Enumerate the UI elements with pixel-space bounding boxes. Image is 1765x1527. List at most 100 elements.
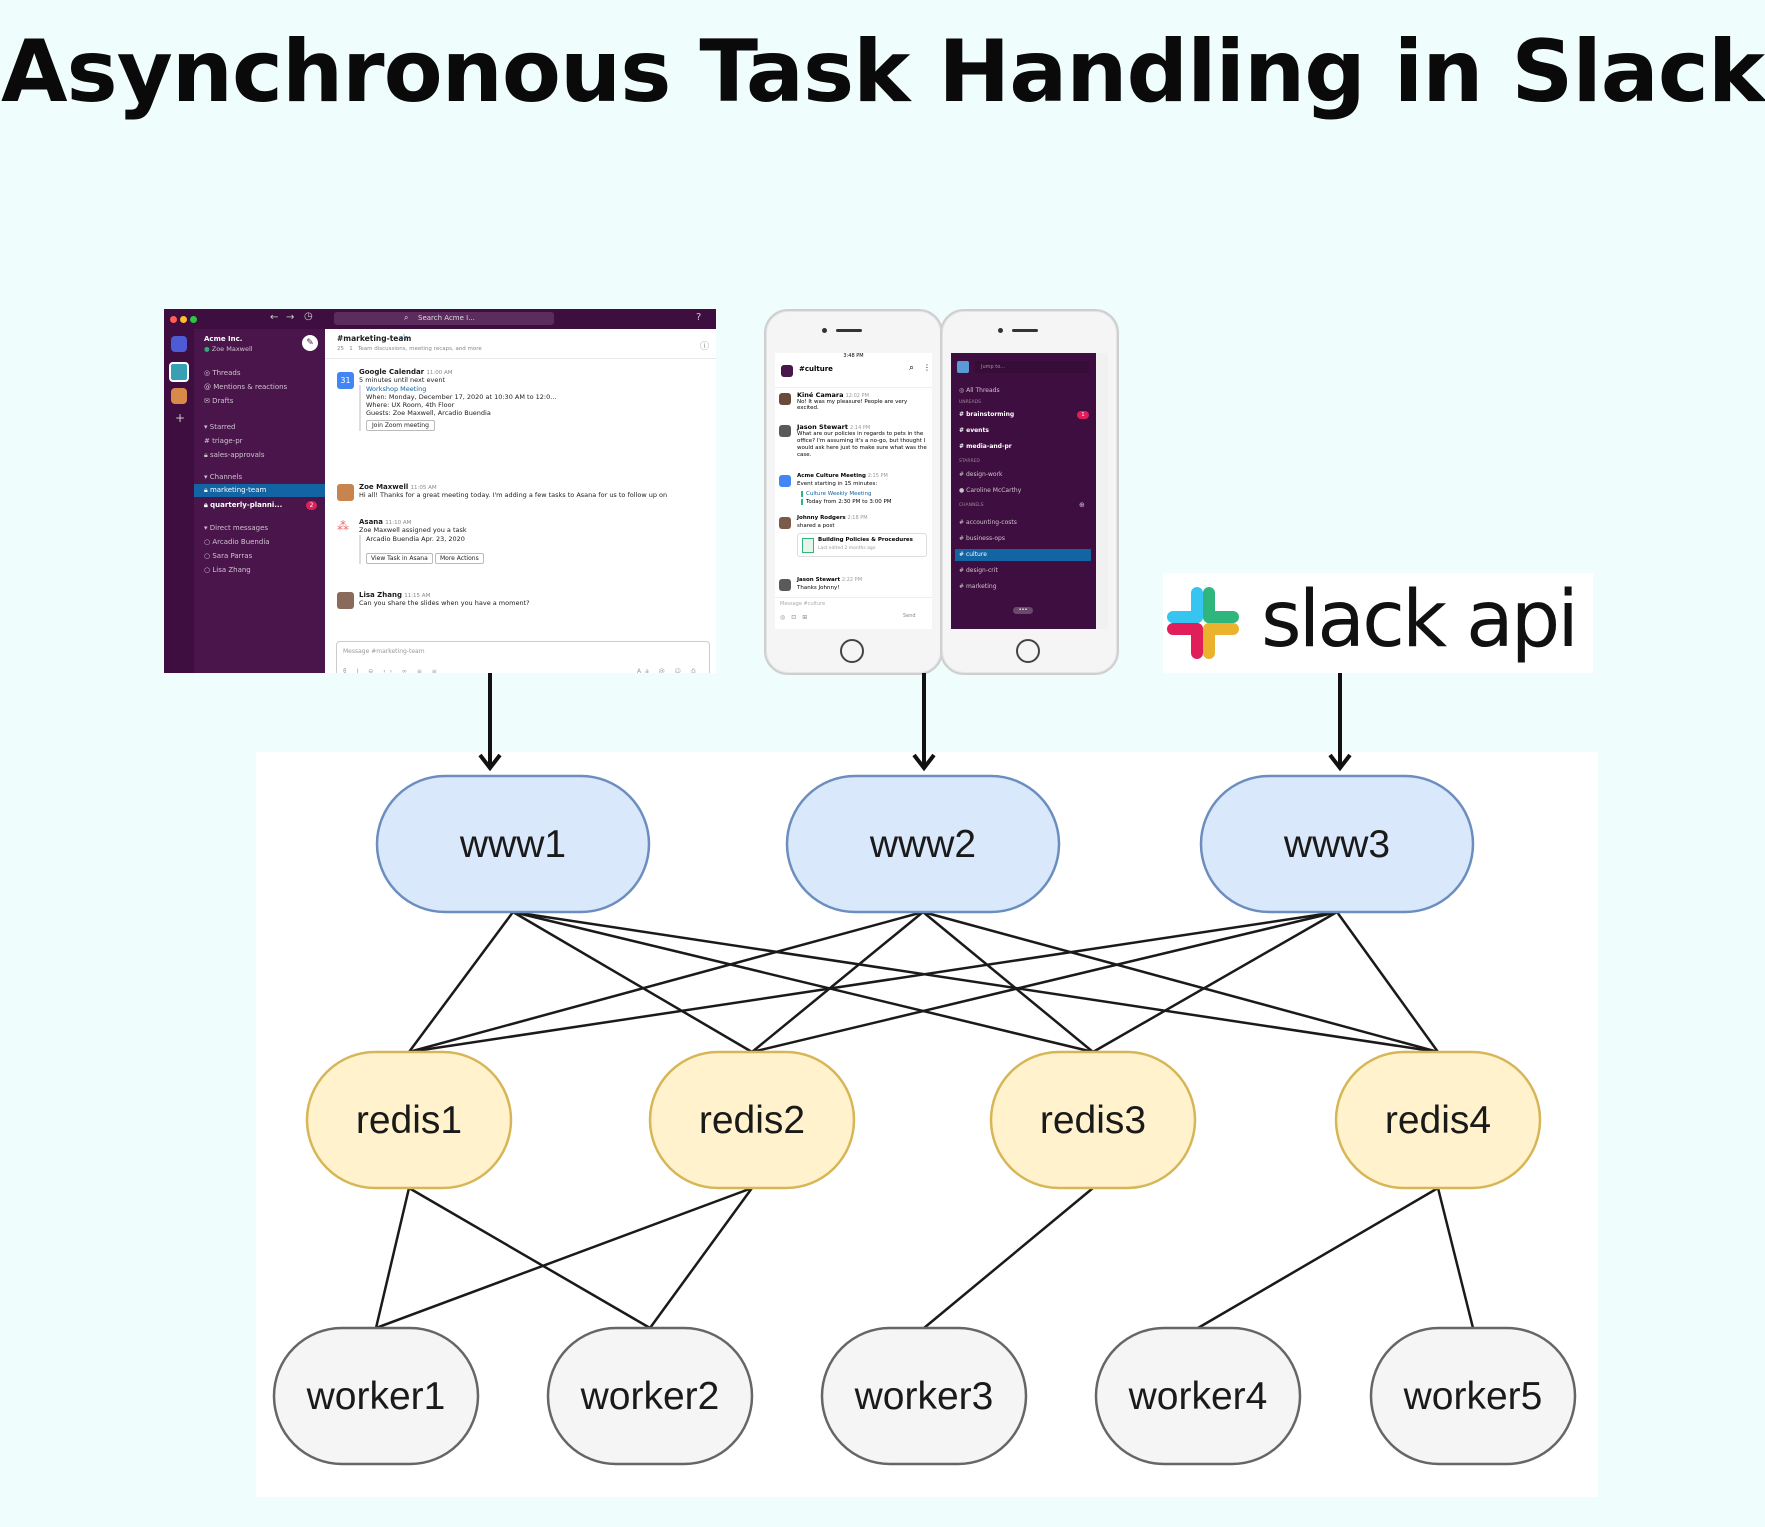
- edge-redis-worker: [374, 1187, 411, 1329]
- join-zoom-button[interactable]: Join Zoom meeting: [366, 420, 435, 431]
- channel-header: #culture ⌕ ⋮: [775, 361, 932, 388]
- sidebar-item-quarterly-planning[interactable]: 🔒︎ quarterly-planni...: [204, 501, 283, 509]
- edge-layer: [374, 910, 1475, 1330]
- message: Google Calendar 11:00 AM 5 minutes until…: [359, 368, 557, 431]
- dm-item[interactable]: ○ Arcadio Buendia: [204, 538, 270, 546]
- redis-node-shape: [305, 1050, 513, 1190]
- channel-item[interactable]: # design-work: [959, 471, 1003, 478]
- worker-node-shape: [546, 1326, 754, 1466]
- channel-item[interactable]: # design-crit: [959, 567, 998, 574]
- phone-composer[interactable]: Message #culture ◎⊡⊞ Send: [775, 597, 932, 629]
- add-channel-icon[interactable]: ⊕: [1079, 501, 1085, 509]
- sidebar-item-marketing-team[interactable]: 🔒︎ marketing-team: [194, 484, 325, 497]
- channel-item[interactable]: # business-ops: [959, 535, 1005, 542]
- more-icon[interactable]: ⋮: [923, 363, 931, 372]
- shared-post-card[interactable]: Building Policies & Procedures Last edit…: [797, 533, 927, 557]
- dm-header[interactable]: ▾ Direct messages: [204, 524, 269, 532]
- dm-item[interactable]: ● Caroline McCarthy: [959, 487, 1022, 494]
- dm-item[interactable]: ○ Sara Parras: [204, 552, 253, 560]
- document-icon: [802, 538, 814, 553]
- message: Zoe Maxwell 11:05 AM Hi all! Thanks for …: [359, 483, 668, 499]
- search-bar[interactable]: ⌕ Search Acme I...: [334, 312, 554, 325]
- channel-name[interactable]: #culture: [799, 365, 833, 373]
- worker-node-label: worker3: [854, 1375, 994, 1418]
- channel-title[interactable]: #marketing-team: [337, 334, 412, 343]
- page-dots: •••: [1013, 607, 1033, 614]
- avatar: [337, 484, 354, 501]
- speaker-grille: [1012, 329, 1038, 332]
- add-workspace-icon[interactable]: +: [175, 411, 186, 425]
- send-button[interactable]: Send: [903, 613, 916, 619]
- edge-www-redis: [922, 911, 1094, 1053]
- channel-pane: #marketing-team ☆ 25 1 Team discussions,…: [325, 329, 716, 673]
- sidebar-item-threads[interactable]: ◎ Threads: [204, 369, 241, 377]
- more-actions-button[interactable]: More Actions: [435, 553, 484, 564]
- edge-www-redis: [1092, 910, 1338, 1054]
- workspace-name[interactable]: Acme Inc.: [204, 335, 243, 343]
- info-icon[interactable]: ⓘ: [700, 342, 710, 352]
- channel-item-active[interactable]: # culture: [955, 549, 1091, 561]
- channel-item[interactable]: # events: [959, 427, 989, 434]
- worker-node-label: worker1: [306, 1375, 446, 1418]
- user-name: ● Zoe Maxwell: [204, 345, 253, 353]
- slack-api-wordmark: slack api: [1261, 575, 1579, 665]
- redis-node-shape: [648, 1050, 856, 1190]
- redis-node: redis1: [305, 1050, 513, 1190]
- history-icon[interactable]: ◷: [304, 311, 313, 322]
- avatar: [779, 517, 791, 529]
- channels-header[interactable]: ▾ Channels: [204, 473, 243, 481]
- phone-screen: Jump to... ◎ All Threads UNREADS # brain…: [951, 353, 1108, 629]
- format-toolbar[interactable]: ϐ I ⊖ ‹› ∞ ≡ ≡: [343, 668, 441, 673]
- channel-item[interactable]: # media-and-pr: [959, 443, 1012, 450]
- worker-node-shape: [1094, 1326, 1302, 1466]
- worker-node: worker2: [546, 1326, 754, 1466]
- all-threads[interactable]: ◎ All Threads: [959, 387, 1000, 394]
- message-composer[interactable]: Message #marketing-team ϐ I ⊖ ‹› ∞ ≡ ≡ A…: [336, 641, 710, 673]
- help-icon[interactable]: ?: [696, 312, 702, 323]
- edge-www-redis: [512, 910, 1094, 1054]
- composer-icons[interactable]: ◎⊡⊞: [780, 614, 814, 621]
- edge-www-redis: [512, 910, 1439, 1054]
- message: Asana 11:10 AM Zoe Maxwell assigned you …: [359, 518, 484, 564]
- www-node-label: www1: [459, 823, 566, 866]
- peek-channel: [1096, 353, 1108, 629]
- sidebar-item-sales-approvals[interactable]: 🔒︎ sales-approvals: [204, 451, 265, 459]
- minimize-dot: [180, 316, 187, 323]
- sidebar-item-mentions[interactable]: @ Mentions & reactions: [204, 383, 288, 391]
- speaker-grille: [836, 329, 862, 332]
- www-node-shape: [375, 774, 651, 914]
- home-button: [1016, 639, 1040, 663]
- search-icon[interactable]: ⌕: [909, 363, 915, 373]
- worker-node: worker4: [1094, 1326, 1302, 1466]
- sidebar-item-triage-pr[interactable]: # triage-pr: [204, 437, 243, 445]
- app-icon[interactable]: [781, 365, 793, 377]
- channel-item[interactable]: # brainstorming: [959, 411, 1015, 418]
- worker-node-label: worker5: [1403, 1375, 1543, 1418]
- jump-to-search[interactable]: Jump to...: [975, 361, 1089, 373]
- star-icon[interactable]: ☆: [400, 333, 409, 343]
- sidebar-item-drafts[interactable]: ✉ Drafts: [204, 397, 234, 405]
- compose-icon[interactable]: ✎: [302, 335, 318, 351]
- worker-node-shape: [820, 1326, 1028, 1466]
- page-title: Asynchronous Task Handling in Slack: [0, 22, 1765, 122]
- workspace-icon[interactable]: [171, 336, 187, 352]
- forward-arrow-icon[interactable]: →: [286, 312, 295, 323]
- workspace-icon-active[interactable]: [169, 362, 189, 382]
- edge-www-redis: [922, 910, 1439, 1054]
- workspace-icon[interactable]: [957, 361, 969, 373]
- dm-item[interactable]: ○ Lisa Zhang: [204, 566, 251, 574]
- channel-item[interactable]: # marketing: [959, 583, 997, 590]
- edge-www-redis: [407, 911, 515, 1053]
- unread-badge: 1: [1077, 411, 1089, 419]
- view-task-button[interactable]: View Task in Asana: [366, 553, 433, 564]
- composer-actions[interactable]: Aa @ ☺ ⎙ ➤: [637, 668, 700, 673]
- redis-node: redis2: [648, 1050, 856, 1190]
- message: Lisa Zhang 11:15 AM Can you share the sl…: [359, 591, 530, 607]
- channel-item[interactable]: # accounting-costs: [959, 519, 1017, 526]
- zoom-dot: [190, 316, 197, 323]
- back-arrow-icon[interactable]: ←: [270, 312, 279, 323]
- workspace-icon[interactable]: [171, 388, 187, 404]
- starred-header[interactable]: ▾ Starred: [204, 423, 236, 431]
- close-dot: [170, 316, 177, 323]
